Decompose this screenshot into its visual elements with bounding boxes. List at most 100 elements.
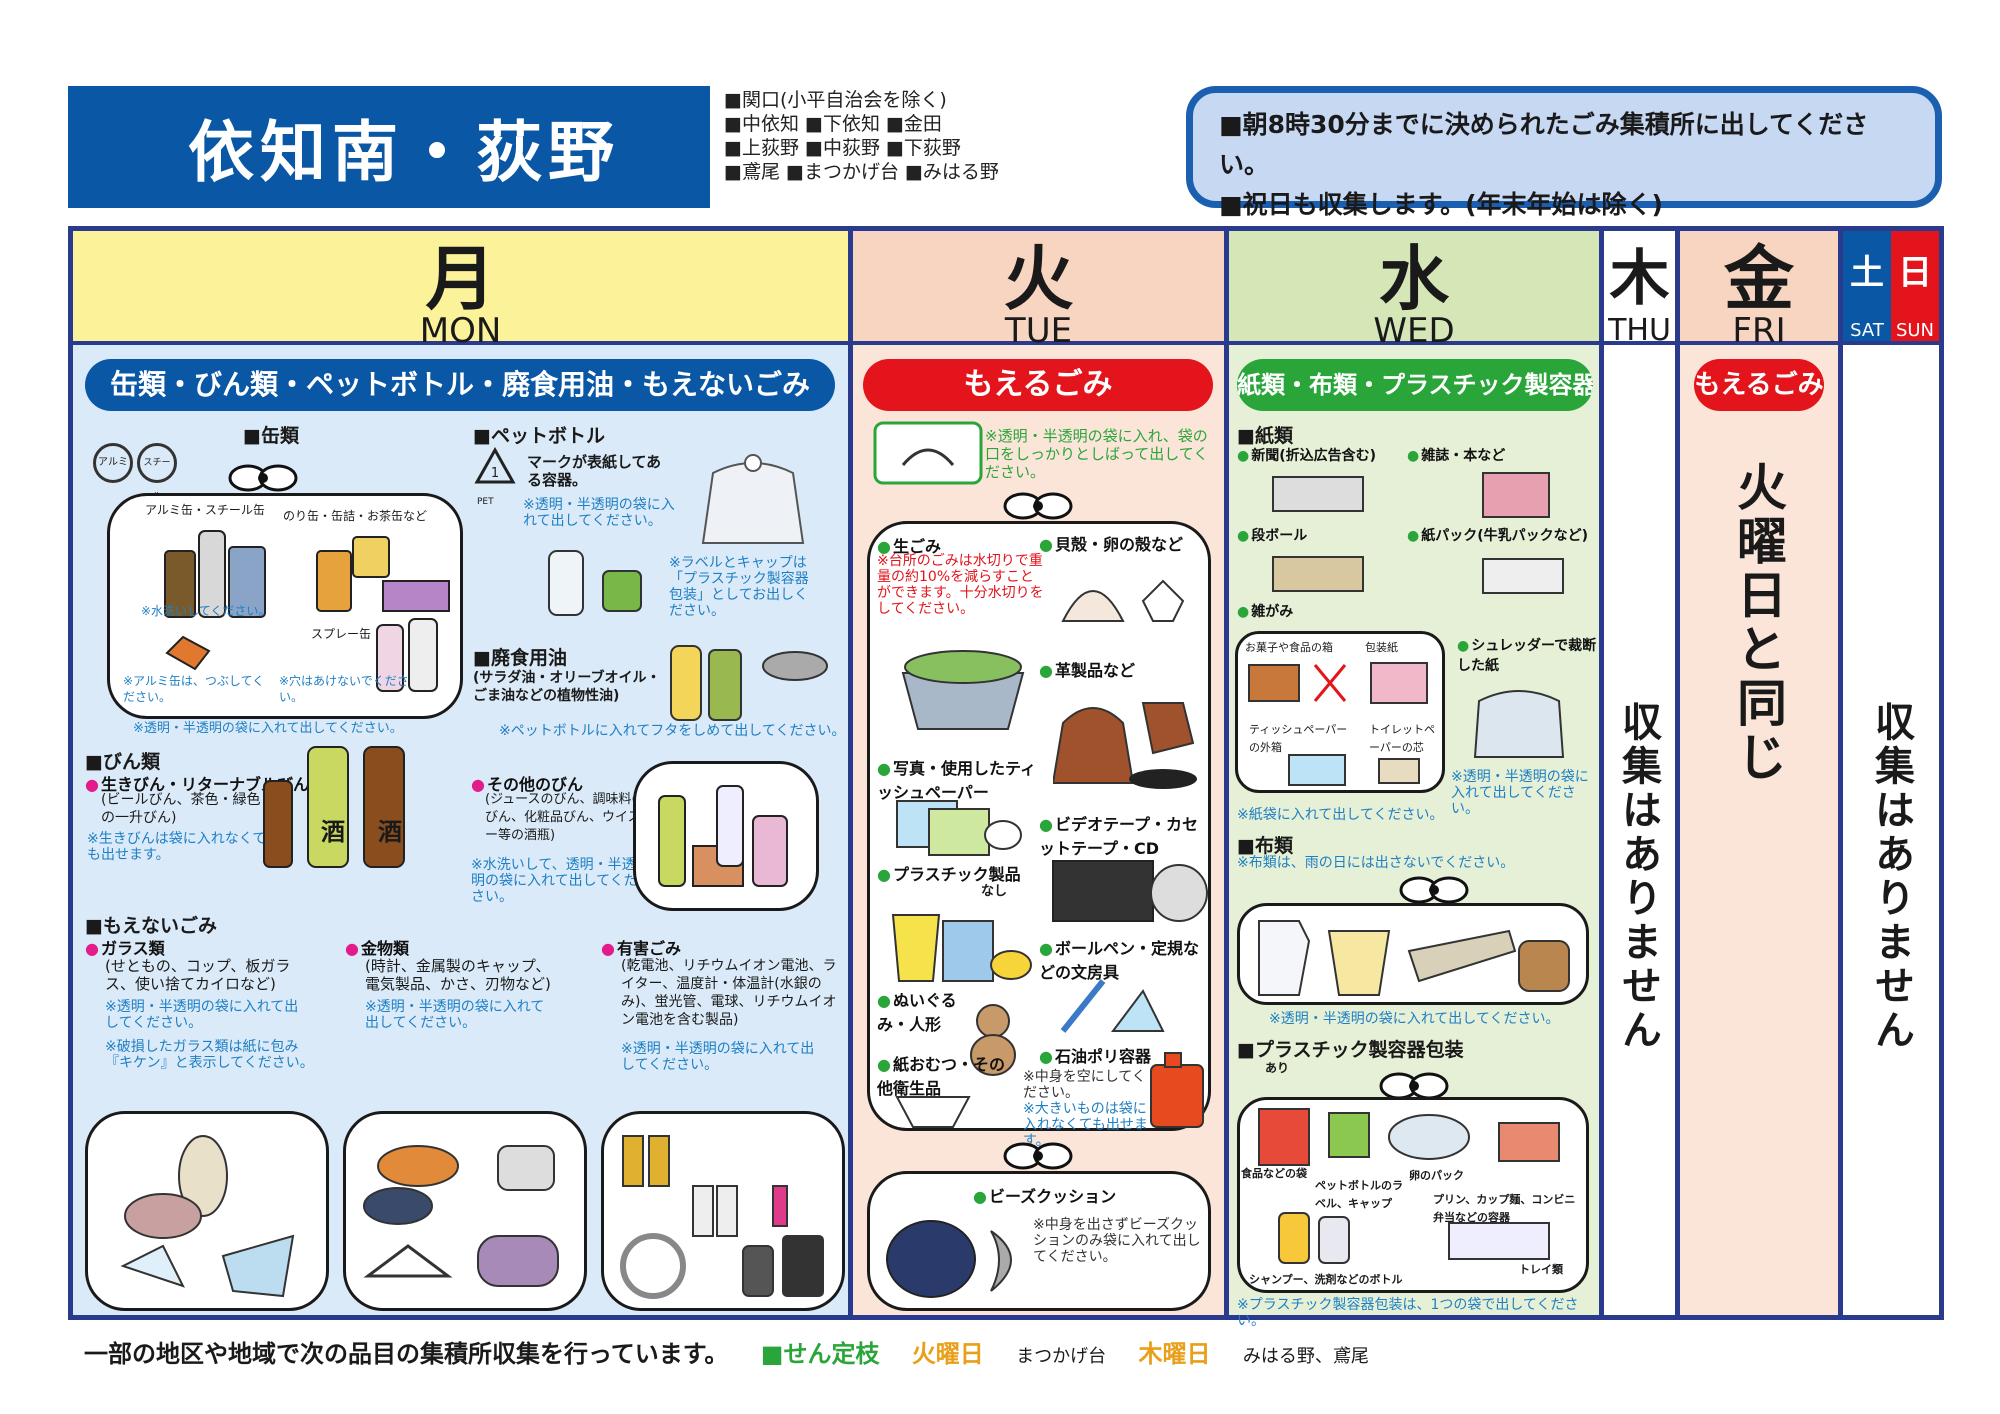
spray-label: スプレー缶	[311, 627, 372, 641]
pet-bottle-icon	[548, 550, 642, 616]
kerosene-tank-icon	[1150, 1052, 1204, 1128]
bag-knot-icon	[228, 464, 298, 492]
misc-item: 包装紙	[1365, 641, 1398, 654]
footer-text: 一部の地区や地域で次の品目の集積所収集を行っています。	[84, 1340, 729, 1368]
monday-header: 月 MON	[73, 231, 848, 348]
day-english: WED	[1373, 311, 1455, 351]
metal-note: ※透明・半透明の袋に入れて出してください。	[365, 999, 545, 1031]
shredded-paper-bag-icon	[1473, 690, 1565, 758]
day-kanji: 木	[1609, 244, 1670, 314]
divider	[1675, 231, 1680, 1315]
pet-recycle-icon: 1	[474, 446, 516, 484]
tie-bag-icon	[873, 421, 983, 485]
day-english: SUN	[1895, 320, 1935, 341]
food-package-icon	[1258, 1108, 1560, 1166]
area-list: ■関口(小平自治会を除く) ■中依知 ■下依知 ■金田 ■上荻野 ■中荻野 ■下…	[724, 88, 999, 184]
cans-title: ■缶類	[243, 425, 299, 447]
wednesday-header: 水 WED	[1229, 231, 1599, 351]
saturday-header: 土 SAT	[1843, 231, 1891, 341]
leather-goods-icon	[1053, 702, 1197, 789]
bag-knot-icon	[1003, 492, 1073, 520]
plastic-item: プリン、カップ麺、コンビニ弁当などの容器	[1433, 1193, 1576, 1224]
stationery-label: ボールペン・定規などの文房具	[1039, 935, 1209, 983]
kitchen-note: ※台所のごみは水切りで重量の約10%を減らすことができます。十分水切りをしてくだ…	[877, 553, 1044, 617]
bag-knot-icon	[1399, 876, 1469, 904]
glass-note: ※透明・半透明の袋に入れて出してください。	[105, 999, 299, 1031]
tuesday-column: 火 TUE もえるごみ ※透明・半透明の袋に入れ、袋の口をしっかりとしばって出し…	[853, 231, 1224, 1315]
cardboard-label: 段ボール	[1237, 525, 1307, 545]
cloth-note: ※布類は、雨の日には出さないでください。	[1237, 855, 1515, 871]
svg-text:1: 1	[491, 466, 499, 481]
misc-item: トイレットペーパーの芯	[1369, 723, 1435, 754]
video-label: ビデオテープ・カセットテープ・CD	[1039, 811, 1209, 859]
page-title-box: 依知南・荻野	[68, 86, 710, 208]
hazard-label: 有害ごみ	[601, 935, 681, 959]
bead-cushion-icon	[886, 1220, 1012, 1298]
notice-line: ■朝8時30分までに決められたごみ集積所に出してください。	[1219, 110, 1869, 179]
page-title: 依知南・荻野	[188, 114, 620, 191]
cardboard-icon	[1272, 556, 1364, 592]
cans-note: ※アルミ缶は、つぶしてください。	[123, 674, 265, 704]
stationery-icon	[1060, 979, 1165, 1033]
food-waste-icon	[901, 650, 1025, 730]
plastic-item: 卵のパック	[1409, 1169, 1464, 1182]
friday-column: 金 FRI もえるごみ 火曜日と同じ	[1680, 231, 1838, 1315]
shells-label: 貝殻・卵の殻など	[1039, 531, 1183, 555]
wednesday-banner: 紙類・布類・プラスチック製容器包装	[1237, 359, 1593, 411]
oil-note: ※ペットボトルに入れてフタをしめて出してください。	[499, 723, 846, 739]
sake-label: 酒	[321, 818, 345, 846]
plastic-toys-icon	[891, 914, 1032, 982]
monday-column: 月 MON 缶類・びん類・ペットボトル・廃食用油・もえないごみ ■缶類 アルミ …	[73, 231, 848, 1315]
tank-note: ※中身を空にしてください。	[1023, 1069, 1146, 1101]
weekend-header: 土 SAT 日 SUN	[1843, 231, 1939, 345]
pet-note: ※透明・半透明の袋に入れて出してください。	[523, 497, 675, 529]
clothes-icon	[1258, 920, 1570, 996]
cloth-note: ※透明・半透明の袋に入れて出してください。	[1269, 1011, 1560, 1027]
photo-label: 写真・使用したティッシュペーパー	[877, 755, 1037, 803]
kitchen-label: 生ごみ	[877, 533, 941, 557]
thursday-column: 木 THU 収集はありません	[1604, 231, 1675, 1315]
spray-can-icon	[376, 618, 438, 692]
paper-note: ※紙袋に入れて出してください。	[1237, 807, 1444, 823]
diaper-icon	[895, 1096, 971, 1128]
plush-label: ぬいぐるみ・人形	[877, 987, 977, 1035]
shredded-label: シュレッダーで裁断した紙	[1457, 635, 1597, 675]
tank-label: 石油ポリ容器	[1039, 1043, 1151, 1067]
bottles-group2-sub: (ジュースのびん、調味料のびん、化粧品びん、ウイスキー等の酒瓶)	[485, 792, 654, 843]
news-label: 新聞(折込広告含む)	[1237, 445, 1376, 465]
day-kanji: 金	[1724, 238, 1794, 320]
plastic-item: シャンプー、洗剤などのボトル	[1249, 1273, 1403, 1286]
misc-item: お菓子や食品の箱	[1245, 641, 1333, 654]
footer-tuesday-area: まつかげ台	[1016, 1346, 1107, 1367]
cloth-title: ■布類	[1237, 835, 1293, 857]
plastic-note: ※プラスチック製容器包装は、1つの袋で出してください。	[1237, 1297, 1579, 1329]
notice-line: ■祝日も収集します。(年末年始は除く)	[1219, 190, 1663, 219]
cans-note: ※水洗いしてください。	[141, 604, 271, 618]
magazine-label: 雑誌・本など	[1407, 445, 1505, 465]
thursday-no-collection: 収集はありません	[1615, 701, 1661, 1053]
bottle-group-icon	[658, 785, 788, 887]
footer-tuesday: 火曜日	[911, 1340, 984, 1368]
plastic-mark-none: なし	[981, 884, 1008, 899]
day-english: TUE	[1004, 311, 1073, 351]
day-kanji: 水	[1379, 238, 1449, 320]
glass-note: ※破損したガラス類は紙に包み『キケン』と表示してください。	[105, 1039, 314, 1071]
day-kanji: 日	[1898, 253, 1932, 293]
steel-recycle-icon: スチール	[137, 443, 177, 502]
friday-same-as-tuesday: 火曜日と同じ	[1729, 461, 1787, 785]
photo-icon	[896, 800, 1022, 856]
oil-bottle-icon	[670, 645, 828, 721]
day-english: FRI	[1732, 311, 1786, 351]
milk-carton-icon	[1482, 558, 1564, 594]
metal-label: 金物類	[345, 935, 409, 959]
leather-label: 革製品など	[1039, 657, 1135, 681]
day-english: THU	[1608, 313, 1671, 348]
snack-box-icon	[1248, 662, 1428, 704]
tuesday-header: 火 TUE	[853, 231, 1224, 351]
bead-note: ※中身を出さずビーズクッションのみ袋に入れて出してください。	[1033, 1217, 1201, 1265]
shell-icon	[1061, 579, 1185, 622]
divider	[1599, 231, 1604, 1315]
footer: 一部の地区や地域で次の品目の集積所収集を行っています。 ■せん定枝 火曜日 まつ…	[84, 1334, 1369, 1369]
diaper-label: 紙おむつ・その他衛生品	[877, 1051, 1017, 1099]
day-kanji: 土	[1850, 253, 1884, 293]
